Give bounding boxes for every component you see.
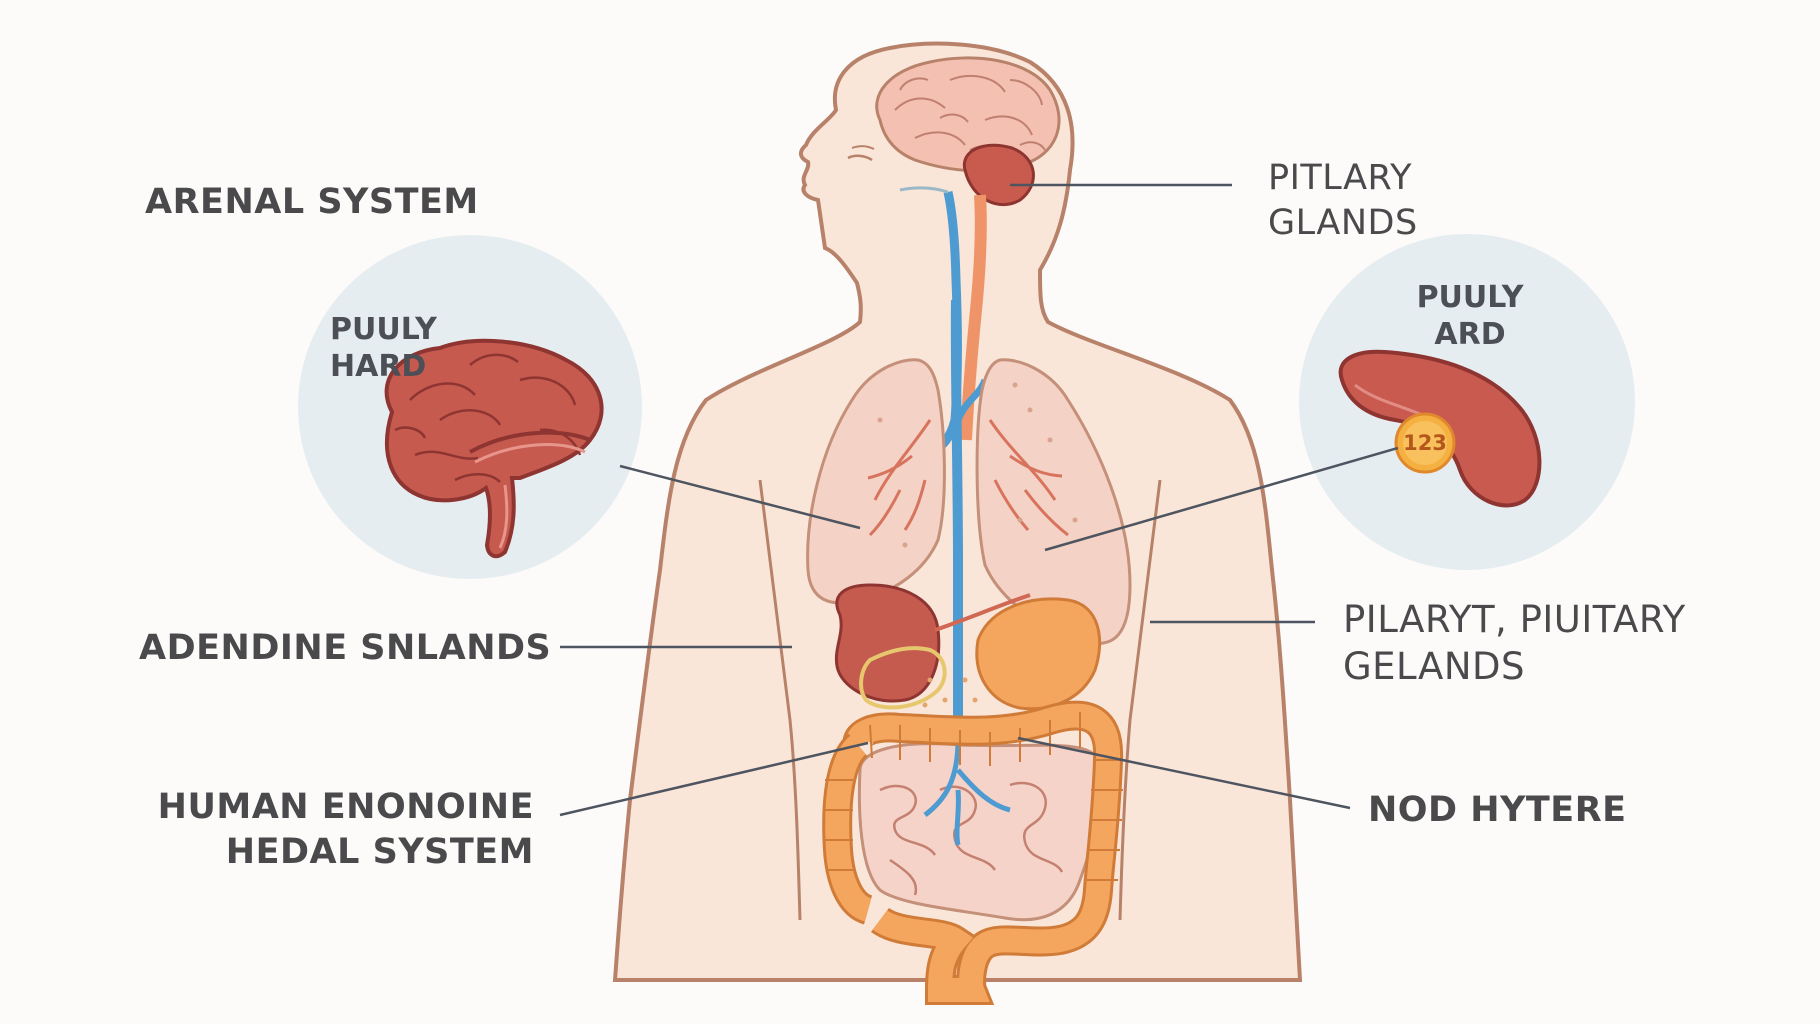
left-inset-label-line-2: HARD [330,348,427,384]
label-human-line-2: HEDAL SYSTEM [225,831,534,872]
lungs [806,358,1132,645]
label-human-line-1: HUMAN ENONOINE [157,787,534,827]
left-inset-label-line-1: PUULY [330,312,437,347]
leader-lines [559,183,1399,817]
leader-left-inset [619,464,861,530]
right-inset-label-line-2: ARD [1434,316,1506,352]
label-pilaryt-line-2: GELANDS [1343,645,1525,689]
label-human-enonoine: HUMAN ENONOINE HEDAL SYSTEM [150,785,534,875]
label-arenal-system: ARENAL SYSTEM [145,182,479,222]
intestines [822,700,1125,1005]
right-inset [1299,234,1635,570]
abdominal-organs [834,583,1102,743]
neck-vessels [899,186,989,740]
brain-organ-icon [384,338,604,559]
leader-right-inset [1044,446,1399,552]
label-pitlary-glands: PITLARY GLANDS [1268,156,1418,246]
leader-human-enonoine [559,741,869,817]
label-adendine-snlands: ADENDINE SNLANDS [139,628,552,668]
label-pitlary-line-2: GLANDS [1268,202,1418,243]
label-nod-hytere: NOD HYTERE [1368,790,1627,830]
label-pilaryt-piuitary: PILARYT, PIUITARY GELANDS [1343,596,1686,691]
label-pitlary-line-1: PITLARY [1268,158,1413,198]
label-pilaryt-line-1: PILARYT, PIUITARY [1343,598,1686,641]
right-inset-label: PUULY ARD [1400,280,1540,353]
right-inset-label-line-1: PUULY [1416,280,1524,315]
left-inset [298,235,642,579]
leader-nod-hytere [1017,736,1351,810]
head-brain [875,56,1061,206]
left-inset-label: PUULY HARD [330,312,437,385]
numbered-badge-text: 123 [1403,431,1447,455]
